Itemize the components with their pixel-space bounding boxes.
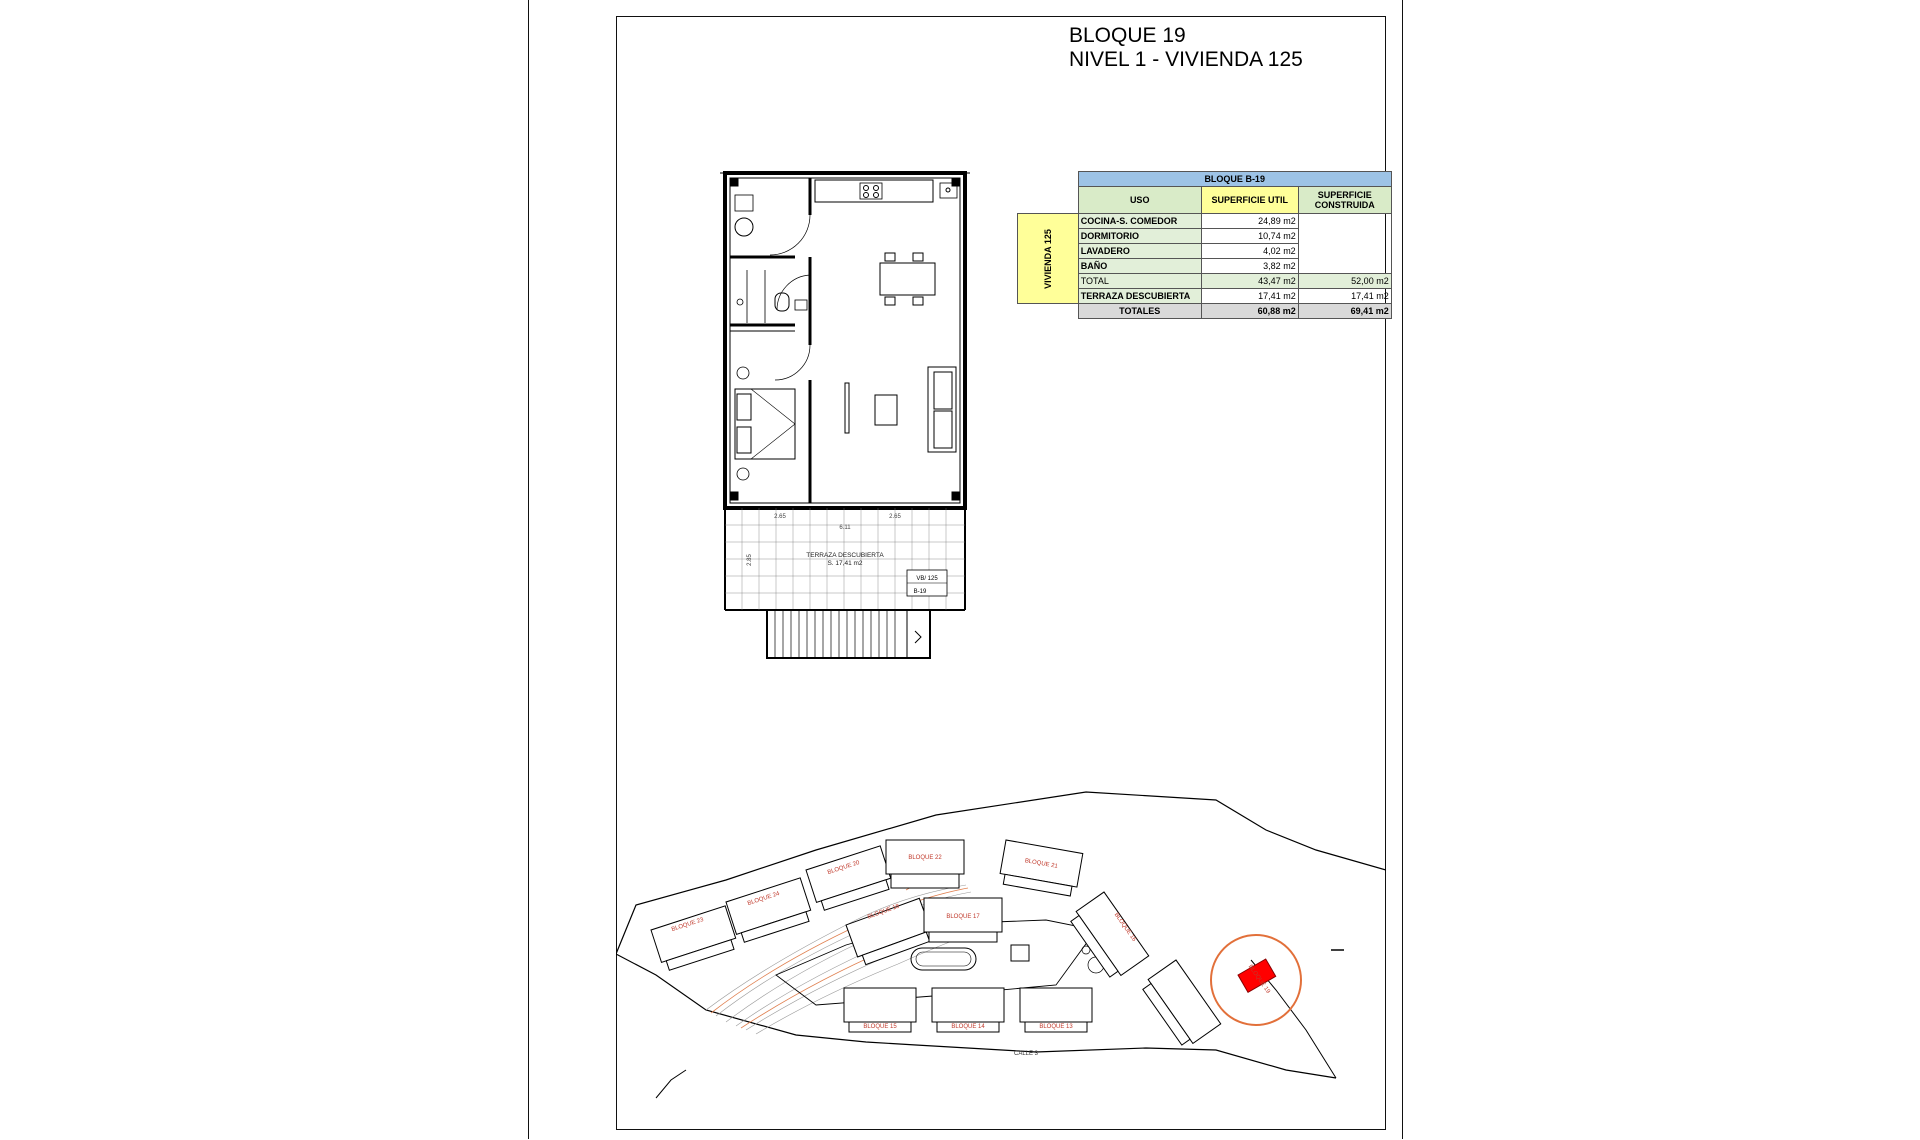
drawing-frame xyxy=(616,16,1386,1130)
grand-total-built: 69,41 m2 xyxy=(1297,303,1392,319)
row-util: 3,82 m2 xyxy=(1200,258,1299,274)
terrace-built: 17,41 m2 xyxy=(1297,288,1392,304)
dim-depth: 2.85 xyxy=(747,554,753,566)
floor-plan: VB/ 125 B-19 6.11 2.65 2.65 2.85 TERRAZA… xyxy=(720,171,970,659)
total-util: 43,47 m2 xyxy=(1200,273,1299,289)
kitchen-counter xyxy=(814,179,934,203)
col-util: SUPERFICIE UTIL xyxy=(1200,186,1299,214)
coffee-table xyxy=(874,394,898,426)
tv-unit xyxy=(844,382,850,434)
block-24 xyxy=(725,877,812,943)
block-23 xyxy=(650,905,737,971)
site-plan: BLOQUE 23 BLOQUE 24 BLOQUE 20 BLOQUE 22 … xyxy=(616,791,1386,1099)
highlighted-unit xyxy=(1237,958,1277,994)
exterior-wall xyxy=(723,171,967,510)
col-use: USO xyxy=(1077,186,1202,214)
block-label: BLOQUE 14 xyxy=(951,1024,985,1030)
block-label: BLOQUE 22 xyxy=(908,855,942,861)
row-util: 4,02 m2 xyxy=(1200,243,1299,259)
side-label: VIVIENDA 125 xyxy=(1017,213,1079,304)
hob-icon xyxy=(859,182,883,200)
block-17 xyxy=(923,897,1003,943)
total-built: 52,00 m2 xyxy=(1297,273,1392,289)
row-use: BAÑO xyxy=(1077,258,1202,274)
unit-tag: VB/ 125 B-19 xyxy=(906,569,948,597)
unit-tag-top: VB/ 125 xyxy=(916,576,938,582)
dim-right: 2.65 xyxy=(889,514,901,520)
block-15 xyxy=(843,987,917,1033)
unit-tag-bottom: B-19 xyxy=(914,589,927,595)
block-21 xyxy=(999,839,1084,897)
stair-arrow-icon xyxy=(914,630,922,644)
title-level-unit: NIVEL 1 - VIVIENDA 125 xyxy=(1069,48,1303,71)
bed xyxy=(734,388,796,460)
building-blocks xyxy=(650,839,1222,1046)
terrace-util: 17,41 m2 xyxy=(1200,288,1299,304)
sofa xyxy=(927,366,957,453)
dim-left: 2.65 xyxy=(774,514,786,520)
col-built: SUPERFICIE CONSTRUIDA xyxy=(1297,186,1392,214)
toilet-icon xyxy=(774,292,790,312)
title-block: BLOQUE 19 xyxy=(1069,24,1186,47)
row-use: DORMITORIO xyxy=(1077,228,1202,244)
block-13 xyxy=(1019,987,1093,1033)
total-use: TOTAL xyxy=(1077,273,1202,289)
block-label: BLOQUE 17 xyxy=(946,914,980,920)
block-20 xyxy=(805,845,892,911)
dining-table xyxy=(879,262,936,296)
row-use: LAVADERO xyxy=(1077,243,1202,259)
terrace-tiles xyxy=(725,508,965,610)
location-circle xyxy=(1210,934,1302,1026)
page-title: BLOQUE 19 NIVEL 1 - VIVIENDA 125 xyxy=(1069,24,1303,72)
washing-machine-icon xyxy=(734,217,754,237)
row-use: COCINA-S. COMEDOR xyxy=(1077,213,1202,229)
block-14 xyxy=(931,987,1005,1033)
stair-treads xyxy=(774,610,896,658)
row-util: 10,74 m2 xyxy=(1200,228,1299,244)
row-util: 24,89 m2 xyxy=(1200,213,1299,229)
washbasin-icon xyxy=(794,299,808,311)
staircase xyxy=(766,609,931,659)
block-label: BLOQUE 21 xyxy=(1024,858,1059,870)
grand-total-label: TOTALES xyxy=(1077,303,1202,319)
terrace-label: TERRAZA DESCUBIERTA xyxy=(806,552,884,559)
terrace-area: S. 17,41 m2 xyxy=(827,560,862,567)
street-label: CALLE 3 xyxy=(1014,1051,1039,1057)
dim-overall: 6.11 xyxy=(839,525,851,531)
drawing-sheet xyxy=(528,0,1403,1139)
block-label: BLOQUE 13 xyxy=(1039,1024,1073,1030)
block-22 xyxy=(885,839,965,889)
grand-total-util: 60,88 m2 xyxy=(1200,303,1299,319)
sink-icon xyxy=(939,182,958,199)
block-19 xyxy=(1142,959,1222,1046)
block-label: BLOQUE 15 xyxy=(863,1024,897,1030)
row-built xyxy=(1297,213,1392,274)
block-16 xyxy=(1070,891,1150,978)
surface-table: BLOQUE B-19 USO SUPERFICIE UTIL SUPERFIC… xyxy=(1017,171,1392,319)
table-header: BLOQUE B-19 xyxy=(1077,171,1392,187)
terrace-use: TERRAZA DESCUBIERTA xyxy=(1077,288,1202,304)
pool xyxy=(910,947,977,971)
block-18 xyxy=(845,897,932,966)
site-boundary xyxy=(616,791,1386,955)
